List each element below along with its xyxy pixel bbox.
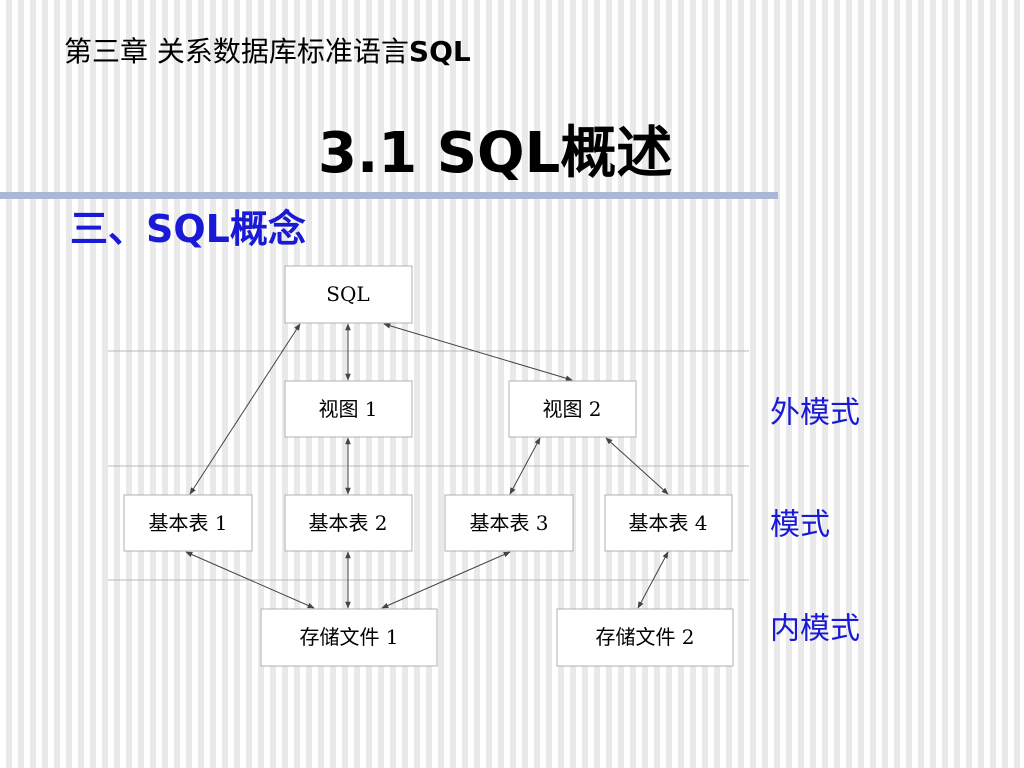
level-label-internal: 内模式 (770, 612, 860, 647)
node-table2-label: 基本表 2 (308, 511, 387, 535)
level-label-conceptual: 模式 (770, 508, 830, 543)
node-view1: 视图 1 (284, 380, 413, 438)
node-sql-label: SQL (326, 282, 369, 306)
node-table4-label: 基本表 4 (628, 511, 707, 535)
node-table3: 基本表 3 (444, 494, 574, 552)
arrow-sql-view2 (383, 323, 573, 381)
arrow-table4-file2 (637, 551, 669, 609)
chapter-text: 第三章 关系数据库标准语言 (64, 35, 409, 68)
node-file2: 存储文件 2 (556, 608, 734, 667)
node-table3-label: 基本表 3 (469, 511, 548, 535)
node-table1: 基本表 1 (123, 494, 253, 552)
arrow-table3-file1 (381, 551, 511, 609)
arrow-sql-table1 (189, 323, 301, 495)
chapter-sql-text: SQL (408, 35, 471, 68)
node-file2-label: 存储文件 2 (595, 625, 694, 649)
node-view2-label: 视图 2 (542, 397, 601, 421)
node-table1-label: 基本表 1 (148, 511, 227, 535)
slide-title: 3.1 SQL概述 (318, 121, 673, 186)
level-label-external: 外模式 (770, 396, 860, 431)
arrow-table1-file1 (185, 551, 315, 609)
node-sql: SQL (284, 265, 413, 324)
arrow-view2-table3 (509, 437, 541, 495)
node-file1: 存储文件 1 (260, 608, 438, 667)
node-view1-label: 视图 1 (318, 397, 377, 421)
title-underline (0, 192, 778, 199)
chapter-heading: 第三章 关系数据库标准语言SQL (64, 30, 471, 70)
node-view2: 视图 2 (508, 380, 637, 438)
node-file1-label: 存储文件 1 (299, 625, 398, 649)
section-heading: 三、SQL概念 (70, 207, 306, 251)
node-table4: 基本表 4 (604, 494, 733, 552)
arrow-view2-table4 (605, 437, 669, 495)
node-table2: 基本表 2 (284, 494, 413, 552)
